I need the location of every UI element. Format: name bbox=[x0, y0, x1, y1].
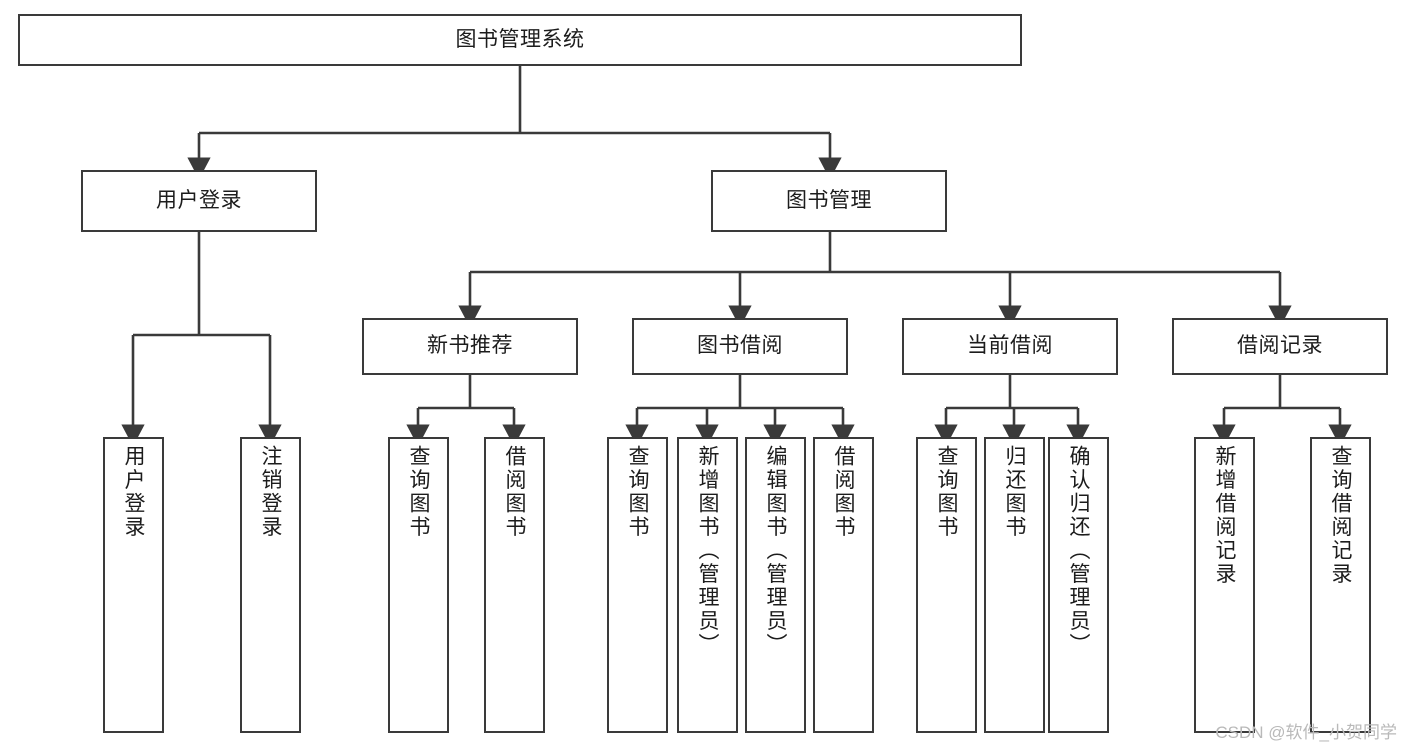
node-leaf-confirm-return-label: 确认归还（管理员） bbox=[1067, 445, 1090, 657]
node-new-book-recommend[interactable]: 新书推荐 bbox=[362, 318, 578, 375]
node-user-login-label: 用户登录 bbox=[156, 188, 242, 212]
node-leaf-add-book[interactable]: 新增图书（管理员） bbox=[677, 437, 738, 733]
node-leaf-query-book-1-label: 查询图书 bbox=[407, 445, 430, 539]
node-book-borrow[interactable]: 图书借阅 bbox=[632, 318, 848, 375]
node-leaf-logout-login-label: 注销登录 bbox=[259, 445, 282, 539]
node-leaf-add-book-label: 新增图书（管理员） bbox=[696, 445, 719, 657]
node-current-borrow[interactable]: 当前借阅 bbox=[902, 318, 1118, 375]
node-leaf-user-login[interactable]: 用户登录 bbox=[103, 437, 164, 733]
node-book-borrow-label: 图书借阅 bbox=[697, 334, 783, 358]
node-user-login[interactable]: 用户登录 bbox=[81, 170, 317, 232]
node-borrow-record-label: 借阅记录 bbox=[1237, 334, 1323, 358]
node-current-borrow-label: 当前借阅 bbox=[967, 334, 1053, 358]
node-leaf-logout-login[interactable]: 注销登录 bbox=[240, 437, 301, 733]
node-leaf-query-book-3[interactable]: 查询图书 bbox=[916, 437, 977, 733]
node-book-manage-label: 图书管理 bbox=[786, 188, 872, 212]
node-leaf-borrow-book-1[interactable]: 借阅图书 bbox=[484, 437, 545, 733]
node-leaf-user-login-label: 用户登录 bbox=[122, 445, 145, 539]
node-leaf-borrow-book-1-label: 借阅图书 bbox=[503, 445, 526, 539]
node-leaf-add-borrow-record[interactable]: 新增借阅记录 bbox=[1194, 437, 1255, 733]
node-leaf-query-book-1[interactable]: 查询图书 bbox=[388, 437, 449, 733]
csdn-watermark: CSDN @软件_小贺同学 bbox=[1215, 723, 1397, 742]
node-leaf-borrow-book-2-label: 借阅图书 bbox=[832, 445, 855, 539]
node-leaf-query-borrow-record-label: 查询借阅记录 bbox=[1329, 445, 1352, 586]
node-leaf-query-book-2-label: 查询图书 bbox=[626, 445, 649, 539]
node-root-label: 图书管理系统 bbox=[455, 27, 585, 51]
node-leaf-edit-book[interactable]: 编辑图书（管理员） bbox=[745, 437, 806, 733]
node-borrow-record[interactable]: 借阅记录 bbox=[1172, 318, 1388, 375]
node-leaf-query-book-2[interactable]: 查询图书 bbox=[607, 437, 668, 733]
node-book-manage[interactable]: 图书管理 bbox=[711, 170, 947, 232]
node-leaf-return-book[interactable]: 归还图书 bbox=[984, 437, 1045, 733]
node-leaf-confirm-return[interactable]: 确认归还（管理员） bbox=[1048, 437, 1109, 733]
node-leaf-query-borrow-record[interactable]: 查询借阅记录 bbox=[1310, 437, 1371, 733]
node-leaf-return-book-label: 归还图书 bbox=[1003, 445, 1026, 539]
node-new-book-recommend-label: 新书推荐 bbox=[427, 334, 513, 358]
node-leaf-add-borrow-record-label: 新增借阅记录 bbox=[1213, 445, 1236, 586]
node-root[interactable]: 图书管理系统 bbox=[18, 14, 1022, 66]
node-leaf-query-book-3-label: 查询图书 bbox=[935, 445, 958, 539]
node-leaf-borrow-book-2[interactable]: 借阅图书 bbox=[813, 437, 874, 733]
node-leaf-edit-book-label: 编辑图书（管理员） bbox=[764, 445, 787, 657]
